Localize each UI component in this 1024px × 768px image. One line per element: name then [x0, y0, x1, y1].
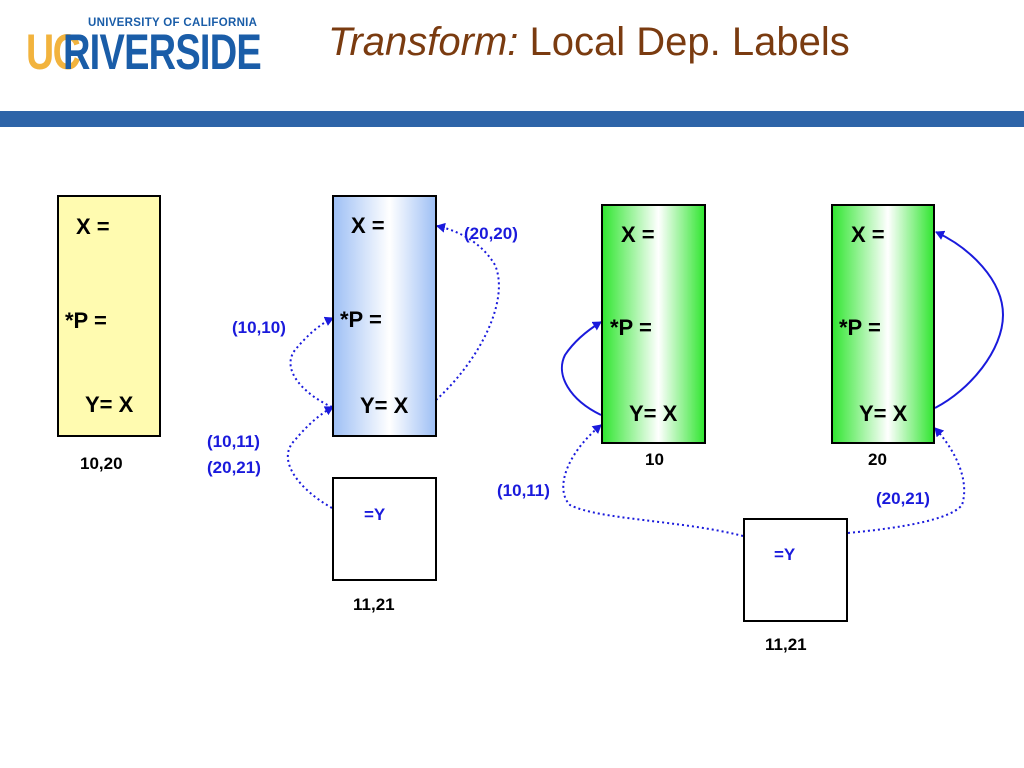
box-1: [57, 195, 161, 437]
box-2-small: [332, 477, 437, 581]
box3-x-label: X =: [621, 222, 655, 247]
box2-label-bot2: (20,21): [207, 458, 261, 477]
arrow-solid-box4: [934, 230, 1005, 409]
box2-label-top: (20,20): [464, 224, 518, 243]
arrow-solid-box3: [560, 321, 602, 416]
arrow-dep-10-10: [289, 316, 334, 408]
box4-p-label: *P =: [839, 315, 881, 340]
box-2: [332, 195, 437, 437]
box2-small-caption: 11,21: [353, 595, 395, 614]
box3-caption: 10: [645, 450, 664, 469]
arrow-dep-11-21: [286, 406, 334, 509]
box3-y-label: Y= X: [629, 401, 678, 426]
box2-label-mid: (10,10): [232, 318, 286, 337]
box2-y-label: Y= X: [360, 393, 409, 418]
box2-small-text: =Y: [364, 505, 386, 524]
box-4: [831, 204, 935, 444]
shared-small-caption: 11,21: [765, 635, 807, 654]
logo-uc: UC: [26, 24, 81, 80]
box4-y-label: Y= X: [859, 401, 908, 426]
header-bar: [0, 111, 1024, 127]
shared-small-text: =Y: [774, 545, 796, 564]
logo-riverside: RIVERSIDE: [63, 24, 262, 80]
box4-x-label: X =: [851, 222, 885, 247]
box2-p-label: *P =: [340, 307, 382, 332]
slide-title: Transform: Local Dep. Labels: [328, 20, 850, 65]
arrow-dep-20-20: [435, 222, 500, 401]
box2-label-bot1: (10,11): [207, 432, 260, 451]
box2-x-label: X =: [351, 213, 385, 238]
box4-caption: 20: [868, 450, 887, 469]
shared-small-box: [743, 518, 848, 622]
box1-x-label: X =: [76, 214, 110, 239]
box3-label: (10,11): [497, 481, 550, 500]
title-italic: Transform:: [328, 20, 519, 64]
box1-y-label: Y= X: [85, 392, 134, 417]
title-rest: Local Dep. Labels: [529, 20, 850, 64]
box-3: [601, 204, 706, 444]
box1-p-label: *P =: [65, 308, 107, 333]
arrow-dep-shared-box3: [562, 424, 744, 537]
box4-label: (20,21): [876, 489, 930, 508]
box1-caption: 10,20: [80, 454, 123, 473]
box3-p-label: *P =: [610, 315, 652, 340]
logo-university-text: UNIVERSITY OF CALIFORNIA: [88, 17, 258, 29]
